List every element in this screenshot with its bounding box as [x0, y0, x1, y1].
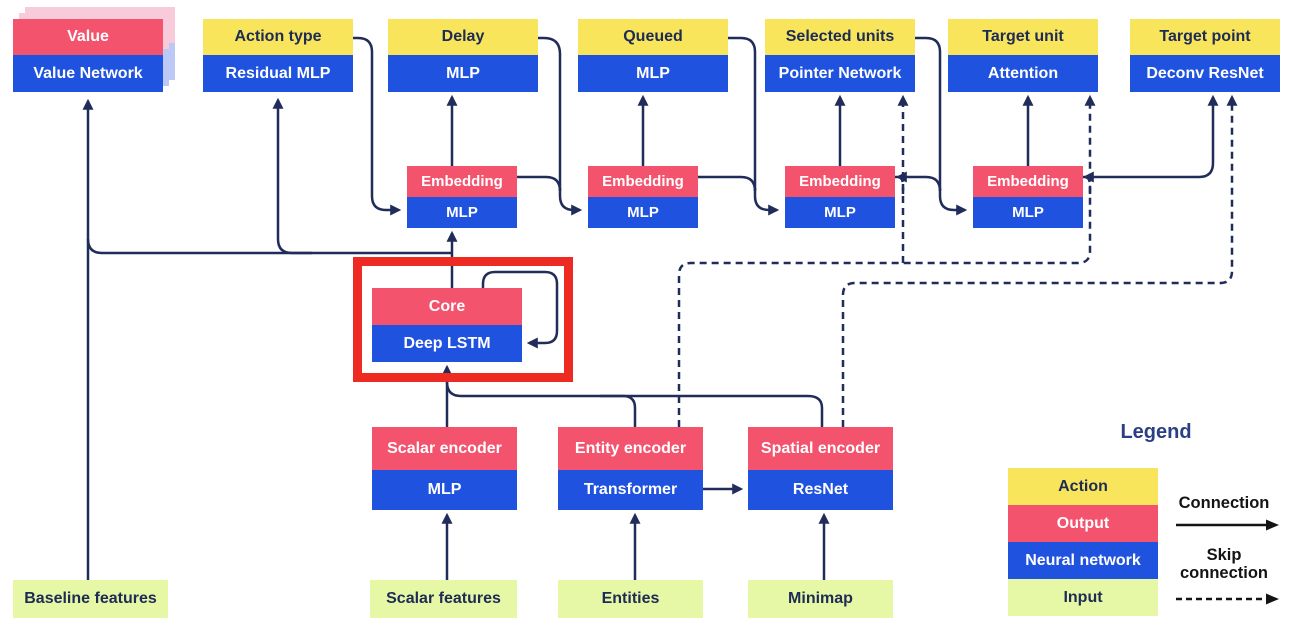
selected-units-network-label: Pointer Network	[765, 55, 915, 92]
legend-connection-arrow-icon	[1176, 519, 1279, 531]
node-scalar-encoder: Scalar encoder MLP	[372, 427, 517, 510]
connection-actiontype-to-embedding1	[353, 36, 402, 216]
node-delay: Delay MLP	[388, 19, 538, 92]
core-network-label: Deep LSTM	[372, 325, 522, 362]
connection-core-self-loop	[481, 270, 559, 349]
action-type-label: Action type	[203, 19, 353, 55]
highlight-box-core	[353, 257, 573, 382]
target-point-label: Target point	[1130, 19, 1280, 55]
legend-title: Legend	[1120, 421, 1192, 443]
entities-label: Entities	[558, 580, 703, 618]
node-input-entities: Entities	[558, 580, 703, 618]
connection-delay-down	[538, 36, 562, 190]
node-selected-units: Selected units Pointer Network	[765, 19, 915, 92]
legend-output-swatch: Output	[1008, 505, 1158, 542]
spatial-encoder-network-label: ResNet	[748, 470, 893, 510]
node-value: Value Value Network	[13, 19, 163, 92]
node-spatial-encoder: Spatial encoder ResNet	[748, 427, 893, 510]
legend-swatches: Action Output Neural network Input	[1008, 468, 1158, 616]
legend-input-swatch: Input	[1008, 579, 1158, 616]
embedding-2-label: Embedding	[588, 166, 698, 197]
embedding-2-network-label: MLP	[588, 197, 698, 228]
connection-embedding2-out	[698, 175, 757, 192]
entity-encoder-network-label: Transformer	[558, 470, 703, 510]
legend-skip-connection-arrow-icon	[1176, 593, 1279, 605]
skip-hook-embedding3	[895, 171, 907, 194]
node-input-baseline-features: Baseline features	[13, 580, 168, 618]
skip-hook-embedding4	[1082, 171, 1094, 194]
embedding-3-label: Embedding	[785, 166, 895, 197]
legend-action-swatch: Action	[1008, 468, 1158, 505]
connection-queued-down	[728, 36, 757, 190]
connection-spatial-up-merge	[445, 381, 824, 427]
node-embedding-2: Embedding MLP	[588, 166, 698, 228]
embedding-1-network-label: MLP	[407, 197, 517, 228]
embedding-1-label: Embedding	[407, 166, 517, 197]
skip-spatial-to-deconv	[841, 94, 1238, 427]
value-output-label: Value	[13, 19, 163, 55]
connection-into-embedding4	[938, 188, 968, 216]
node-input-scalar-features: Scalar features	[370, 580, 517, 618]
node-action-type: Action type Residual MLP	[203, 19, 353, 92]
connection-entity-up-merge	[600, 394, 637, 427]
connection-into-embedding2	[558, 188, 583, 216]
embedding-3-network-label: MLP	[785, 197, 895, 228]
value-network-label: Value Network	[13, 55, 163, 92]
embedding-4-network-label: MLP	[973, 197, 1083, 228]
node-embedding-4: Embedding MLP	[973, 166, 1083, 228]
connection-into-embedding3	[753, 188, 780, 216]
node-input-minimap: Minimap	[748, 580, 893, 618]
connection-embedding1-out	[517, 175, 562, 192]
target-point-network-label: Deconv ResNet	[1130, 55, 1280, 92]
skip-entity-to-attention	[677, 94, 1096, 427]
node-embedding-1: Embedding MLP	[407, 166, 517, 228]
selected-units-label: Selected units	[765, 19, 915, 55]
scalar-encoder-network-label: MLP	[372, 470, 517, 510]
spatial-encoder-label: Spatial encoder	[748, 427, 893, 470]
connection-core-to-actiontype	[272, 97, 312, 255]
node-embedding-3: Embedding MLP	[785, 166, 895, 228]
target-unit-network-label: Attention	[948, 55, 1098, 92]
action-type-network-label: Residual MLP	[203, 55, 353, 92]
scalar-encoder-label: Scalar encoder	[372, 427, 517, 470]
connection-selectedunits-down	[915, 36, 942, 190]
entity-encoder-label: Entity encoder	[558, 427, 703, 470]
node-target-unit: Target unit Attention	[948, 19, 1098, 92]
embedding-4-label: Embedding	[973, 166, 1083, 197]
delay-label: Delay	[388, 19, 538, 55]
node-entity-encoder: Entity encoder Transformer	[558, 427, 703, 510]
legend-network-swatch: Neural network	[1008, 542, 1158, 579]
queued-network-label: MLP	[578, 55, 728, 92]
minimap-label: Minimap	[748, 580, 893, 618]
legend-connection-label: Connection	[1178, 494, 1270, 512]
connection-embedding4-to-deconv	[1083, 94, 1219, 179]
scalar-features-label: Scalar features	[370, 580, 517, 618]
legend-skip-connection-label: Skip connection	[1179, 546, 1268, 583]
node-queued: Queued MLP	[578, 19, 728, 92]
connection-core-out-left	[86, 238, 452, 255]
node-target-point: Target point Deconv ResNet	[1130, 19, 1280, 92]
queued-label: Queued	[578, 19, 728, 55]
baseline-features-label: Baseline features	[13, 580, 168, 618]
delay-network-label: MLP	[388, 55, 538, 92]
target-unit-label: Target unit	[948, 19, 1098, 55]
core-label: Core	[372, 288, 522, 325]
node-core: Core Deep LSTM	[372, 288, 522, 362]
